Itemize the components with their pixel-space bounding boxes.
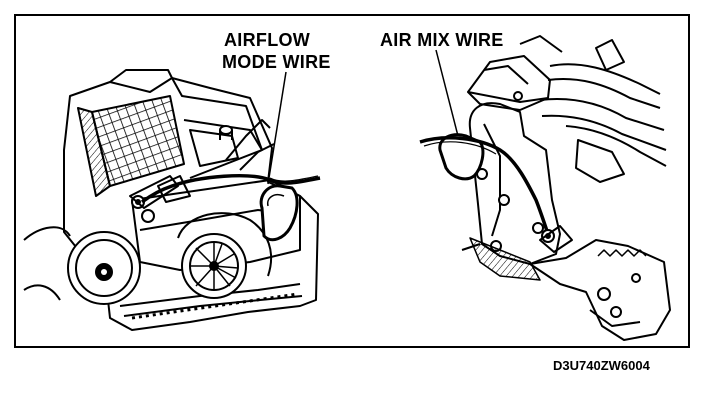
air-mix-wire [420,138,548,234]
blower-fan [182,234,246,298]
leader-lines [268,50,458,184]
wire-clamp [261,186,297,240]
left-assembly [24,70,320,330]
airflow-leader [268,72,286,184]
right-assembly [420,36,670,340]
airflow-mode-wire [142,176,320,202]
figure-border [14,14,690,348]
airflow-label-line1: AIRFLOW [224,30,311,50]
air-mix-label: AIR MIX WIRE [380,30,504,50]
airflow-label-line2: MODE WIRE [222,52,331,72]
gear-teeth [598,250,646,256]
figure-code: D3U740ZW6004 [553,358,650,373]
air-mix-leader [436,50,458,136]
